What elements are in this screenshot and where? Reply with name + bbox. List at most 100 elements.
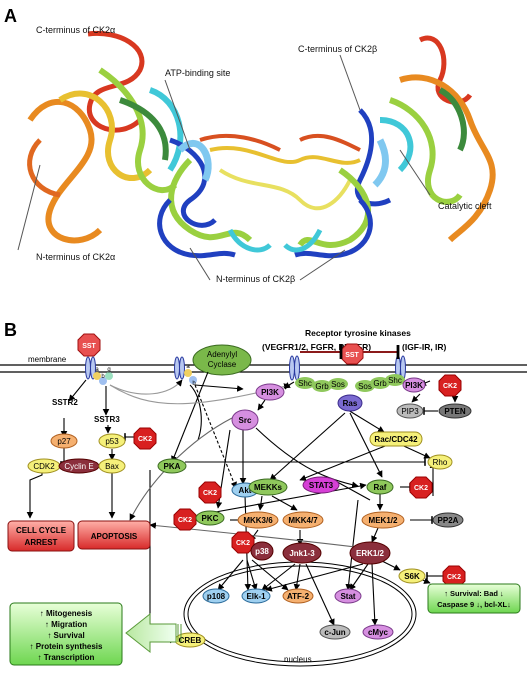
apoptosis-label: APOPTOSIS [91,532,138,541]
pka-label: PKA [164,462,181,471]
ras-node: Ras [337,394,363,412]
ck2-alpha-left-structure [27,30,217,244]
ras-label: Ras [343,399,358,408]
sstr2-label: SSTR2 [52,398,78,407]
edge-sst-sstr2 [68,379,87,402]
p27-label: p27 [57,437,71,446]
cell-cycle-arrest-box: CELL CYCLE ARREST [7,520,75,552]
shc-label-right: Shc [388,376,402,385]
sst-label-right: SST [345,352,359,359]
n-terminus-ck2a-label: N-terminus of CK2α [36,252,115,262]
cell-cycle-line-2: ARREST [25,538,58,547]
stat-label: Stat [340,592,355,601]
src-node: Src [231,409,259,431]
ck2-label-7: CK2 [447,574,461,581]
raf-node: Raf [366,479,394,495]
panel-a: A [4,6,496,284]
edge-ras-mekks [269,412,346,481]
signal-nodes: SSTR2 SSTR3 p27 p53 CDK2 Cyclin E Bax PK… [27,374,472,648]
sst-receptor-mid-2 [179,356,185,380]
p53-node: p53 [98,433,126,449]
apoptosis-box: APOPTOSIS [77,520,151,550]
g-beta-mid: b [192,381,196,387]
n-terminus-ck2b-label: N-terminus of CK2β [216,274,295,284]
rho-node: Rho [427,454,453,470]
rho-label: Rho [433,458,448,467]
mekks-node: MEKKs [248,478,288,496]
cyclin-e-label: Cyclin E [64,462,93,471]
src-label: Src [239,416,252,425]
cjun-label: c-Jun [324,628,345,637]
edge-rtk-pi3k [283,381,295,389]
adenylyl-line-2: Cyclase [208,360,237,369]
cjun-node: c-Jun [319,624,351,640]
p38-node: p38 [250,541,274,561]
sos-label-left: Sos [331,380,345,389]
nucleus-to-outcome-arrow [125,612,182,654]
survival-line-2: Caspase 9 ↓, bcl-XL↓ [437,600,511,609]
ck2-p38: CK2 [231,531,255,554]
stat3-node: STAT3 [302,476,340,494]
nucleus-outer [183,561,417,667]
pip3-label: PIP3 [401,407,419,416]
ck2-label-4: CK2 [178,517,192,524]
sst-top-left: SST [77,333,101,357]
stat3-label: STAT3 [309,481,334,490]
survival-line-1: ↑ Survival: Bad ↓ [444,589,504,598]
adenylyl-cyclase-node: Adenylyl Cyclase [192,344,252,376]
edge-ras-raf [349,412,383,478]
pp2a-label: PP2A [438,516,459,525]
mek12-node: MEK1/2 [361,511,405,529]
pkc-label: PKC [202,514,219,523]
atp-binding-site-label: ATP-binding site [165,68,230,78]
elk1-label: Elk-1 [246,592,266,601]
rtk-receptor-left-2 [294,355,300,381]
membrane-label: membrane [28,355,67,364]
survival-box: ↑ Survival: Bad ↓ Caspase 9 ↓, bcl-XL↓ [427,583,521,614]
shc-label-left: Shc [298,379,312,388]
mkk47-label: MKK4/7 [288,516,318,525]
outcome-survival: ↑ Survival [47,631,84,640]
pi3k-label: PI3K [261,388,279,397]
pi3k-node: PI3K [255,383,285,401]
ck2-p53: CK2 [133,427,157,450]
jnk-node: Jnk1-3 [282,542,322,564]
pten-node: PTEN [438,403,472,419]
bax-node: Bax [98,458,126,474]
outcome-migration: ↑ Migration [45,620,87,629]
g-protein-left: a b g [93,367,113,385]
s6k-label: S6K [404,572,420,581]
edge-mekks-mkk36 [257,495,265,511]
cell-cycle-line-1: CELL CYCLE [16,526,67,535]
mkk47-node: MKK4/7 [282,511,324,529]
adenylyl-line-1: Adenylyl [207,350,237,359]
sos-label-right: Sos [358,382,372,391]
panel-b-label: B [4,320,17,340]
edge-ras-rac [347,409,385,433]
edge-p38-p108 [217,559,244,591]
p108-node: p108 [202,588,230,604]
ck2-raf: CK2 [409,476,433,499]
sstr3-label: SSTR3 [94,415,120,424]
pip3-node: PIP3 [396,403,424,419]
edge-erk-cmyc [371,563,379,626]
edge-mekks-mkk47 [271,495,298,511]
g-gamma-left: g [107,367,110,373]
elk1-node: Elk-1 [241,588,271,604]
pka-node: PKA [157,458,187,474]
edge-mek-erk [371,527,379,543]
creb-node: CREB [174,632,206,648]
ck2-alpha-right-structure [354,35,496,243]
rac-label: Rac/CDC42 [374,435,418,444]
rtk-receptor-left-1 [289,355,295,381]
p27-node: p27 [50,433,78,449]
atf2-label: ATF-2 [287,592,310,601]
edge-gray-loop-1 [109,379,183,395]
raf-label: Raf [374,483,387,492]
mekks-label: MEKKs [254,483,283,492]
edge-pi3k-src [257,399,266,411]
pten-label: PTEN [444,407,466,416]
edge-rac-mekks [299,441,396,481]
stat-node: Stat [334,588,362,604]
